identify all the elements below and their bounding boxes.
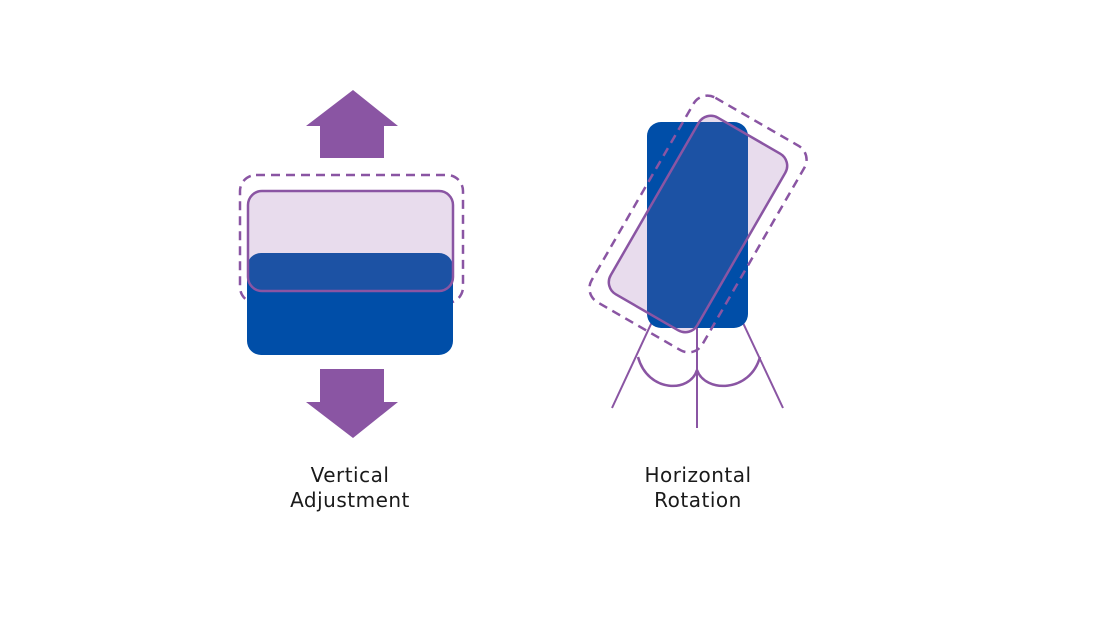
vertical-adjustment-panel xyxy=(238,90,465,438)
rotation-arc-left xyxy=(636,356,699,388)
vertical-dashed-frame xyxy=(238,173,465,305)
down-arrow-icon xyxy=(306,369,398,438)
rotation-overlap-region xyxy=(647,121,748,328)
vertical-adjustment-caption: Vertical Adjustment xyxy=(250,463,450,513)
horizontal-rotation-caption: Horizontal Rotation xyxy=(598,463,798,513)
vertical-overlap-region xyxy=(248,253,453,291)
rotated-panel-group xyxy=(588,94,808,354)
vertical-caption-line2: Adjustment xyxy=(290,488,410,512)
vertical-sliding-panel-outline xyxy=(246,189,455,293)
vertical-caption-line1: Vertical xyxy=(310,463,390,487)
horizontal-caption-line2: Rotation xyxy=(654,488,742,512)
horizontal-caption-line1: Horizontal xyxy=(644,463,752,487)
rotation-arc-right xyxy=(695,356,762,388)
up-arrow-icon xyxy=(306,90,398,158)
rotated-dashed-frame xyxy=(588,94,808,354)
rotated-panel-outline xyxy=(607,114,789,334)
horizontal-rotation-panel xyxy=(588,94,808,428)
